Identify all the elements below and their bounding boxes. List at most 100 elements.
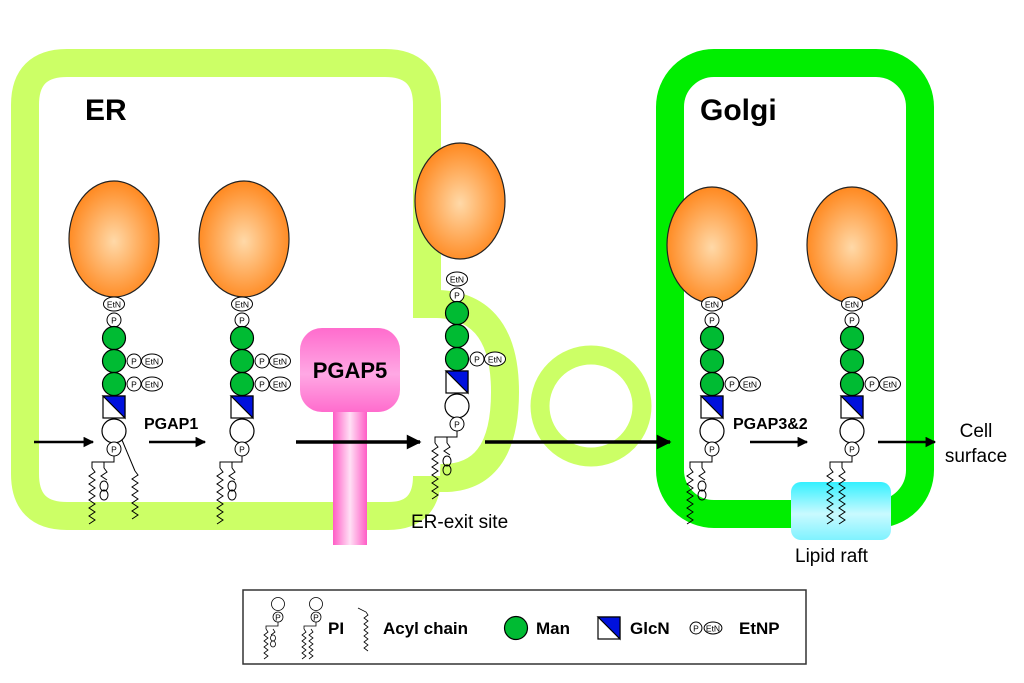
etn-text: EtN xyxy=(145,380,159,390)
saturated-chain-icon xyxy=(838,467,846,525)
etn-text: EtN xyxy=(235,300,249,310)
man-icon xyxy=(839,348,865,374)
lipid-chain-icon xyxy=(88,467,96,525)
etn-text: EtN xyxy=(488,355,502,365)
legend-man-icon xyxy=(503,615,529,641)
phosphate-text: P xyxy=(869,380,875,390)
etn-text: EtN xyxy=(273,380,287,390)
pgap5-head xyxy=(300,328,400,412)
etn-icon xyxy=(446,271,468,287)
lipid-chain-icon xyxy=(216,467,224,525)
protein-icon xyxy=(414,142,506,260)
etn-icon xyxy=(141,376,163,392)
etn-icon xyxy=(141,353,163,369)
etn-icon xyxy=(103,296,125,312)
acyl-chain-icon xyxy=(131,470,139,520)
glycerol-backbone xyxy=(219,456,243,468)
phosphate-text: P xyxy=(239,445,245,455)
phosphate-text: P xyxy=(454,291,460,301)
glcn-fill xyxy=(839,395,864,420)
phosphate-text: P xyxy=(275,613,281,623)
phosphate-text: P xyxy=(259,357,265,367)
etn-text: EtN xyxy=(450,275,464,285)
unsaturated-chain-icon xyxy=(227,467,237,501)
inositol-icon xyxy=(101,418,127,444)
legend-label-etnp: EtNP xyxy=(739,619,780,638)
lipid-chain-icon xyxy=(263,628,269,660)
phosphate-icon xyxy=(689,621,703,635)
glcn-fill xyxy=(699,395,724,420)
etn-text: EtN xyxy=(743,380,757,390)
protein-icon xyxy=(806,186,898,304)
cell-surface-label-line2: surface xyxy=(945,446,1007,467)
legend-acyl-chain-icon xyxy=(357,607,369,652)
man-icon xyxy=(444,300,470,326)
etn-text: EtN xyxy=(883,380,897,390)
phosphate-text: P xyxy=(849,445,855,455)
glycerol-backbone xyxy=(91,456,115,468)
phosphate-text: P xyxy=(111,316,117,326)
phosphate-text: P xyxy=(849,316,855,326)
man-icon xyxy=(101,371,127,397)
inositol-icon xyxy=(309,597,323,611)
phosphate-text: P xyxy=(474,355,480,365)
glcn-fill xyxy=(229,395,254,420)
man-icon xyxy=(839,325,865,351)
man-icon xyxy=(229,325,255,351)
glycerol-backbone xyxy=(689,456,713,468)
phosphate-text: P xyxy=(313,613,319,623)
pgap5-stem xyxy=(333,405,367,545)
golgi-label: Golgi xyxy=(700,94,777,127)
transport-vesicle xyxy=(530,345,652,467)
phosphate-text: P xyxy=(693,624,699,634)
etn-icon xyxy=(703,621,723,635)
inositol-acyl-link xyxy=(121,439,136,472)
cell-surface-label-line1: Cell xyxy=(960,421,993,442)
inositol-icon xyxy=(699,418,725,444)
legend-label-glcn: GlcN xyxy=(630,619,670,638)
legend-pi-icon: P xyxy=(263,597,285,660)
glycerol-backbone xyxy=(434,431,458,443)
er-exit-site-label: ER-exit site xyxy=(411,512,508,533)
lipid-raft-label: Lipid raft xyxy=(795,546,869,567)
phosphate-text: P xyxy=(111,445,117,455)
man-icon xyxy=(699,348,725,374)
etn-icon xyxy=(269,353,291,369)
lipid-chain-icon xyxy=(431,442,439,500)
legend-glcn-icon xyxy=(596,616,621,641)
etn-icon xyxy=(701,296,723,312)
phosphate-text: P xyxy=(729,380,735,390)
legend-label-pi: PI xyxy=(328,619,344,638)
phosphate-text: P xyxy=(131,380,137,390)
protein-icon xyxy=(198,180,290,298)
pgap1-label: PGAP1 xyxy=(144,416,198,433)
inositol-icon xyxy=(271,597,285,611)
etn-text: EtN xyxy=(845,300,859,310)
pgap5-enzyme: PGAP5 xyxy=(300,328,400,545)
etn-text: EtN xyxy=(107,300,121,310)
etn-icon xyxy=(231,296,253,312)
anchor-5: EtN P P EtN P xyxy=(806,186,901,525)
inositol-icon xyxy=(839,418,865,444)
lipid-chain-icon xyxy=(826,467,834,525)
glcn-fill xyxy=(444,370,469,395)
man-icon xyxy=(101,325,127,351)
inositol-icon xyxy=(229,418,255,444)
gpi-anchors: EtN P P EtN P EtN P EtN P P EtN P EtN P EtN P P EtN P EtN P P… xyxy=(68,142,901,525)
etn-text: EtN xyxy=(706,624,720,634)
glycerol-backbone xyxy=(829,456,853,468)
phosphate-text: P xyxy=(239,316,245,326)
legend-etnp-icon: P EtN xyxy=(689,621,723,635)
pgap5-label: PGAP5 xyxy=(313,358,388,383)
saturated-chain-icon xyxy=(308,628,314,660)
phosphate-text: P xyxy=(259,380,265,390)
man-icon xyxy=(444,346,470,372)
etn-text: EtN xyxy=(705,300,719,310)
man-icon xyxy=(839,371,865,397)
etn-icon xyxy=(841,296,863,312)
lipid-chain-icon xyxy=(301,628,307,660)
